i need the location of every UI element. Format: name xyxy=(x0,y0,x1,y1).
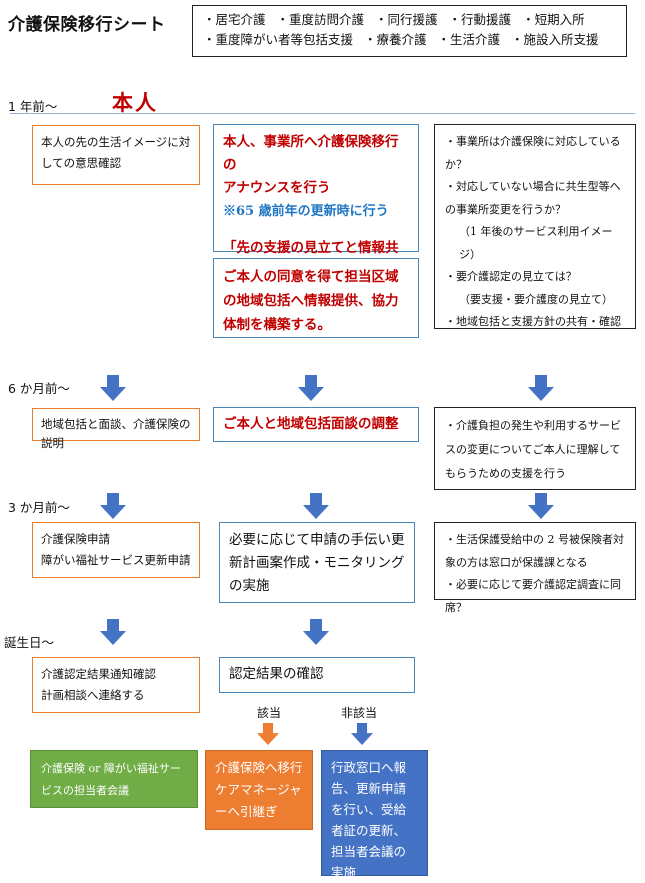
down-arrow-icon xyxy=(528,493,554,519)
down-arrow-icon xyxy=(303,493,329,519)
service-item: ・施設入所支援 xyxy=(511,32,599,47)
welfare-note-box: ・生活保護受給中の 2 号被保険者対象の方は窓口が保護課となる ・必要に応じて要… xyxy=(434,522,636,614)
down-arrow-icon xyxy=(303,619,329,645)
care-meeting-box: 介護保険 or 障がい福祉サービスの担当者会議 xyxy=(30,750,198,808)
divider xyxy=(10,113,635,114)
info-sharing-box: ご本人の同意を得て担当区域の地域包括へ情報提供、協力体制を構築する。 xyxy=(213,258,419,338)
person-label: 本人 xyxy=(112,91,158,115)
service-item: ・重度訪問介護 xyxy=(276,12,365,27)
page-title: 介護保険移行シート xyxy=(8,15,166,35)
service-item: ・短期入所 xyxy=(522,12,585,27)
down-arrow-icon xyxy=(100,375,126,401)
not-applicable-label: 非該当 xyxy=(341,706,378,720)
application-line: 障がい福祉サービス更新申請 xyxy=(41,553,191,567)
down-arrow-icon xyxy=(351,723,373,745)
result-notice-box: 介護認定結果通知確認 計画相談へ連絡する xyxy=(32,657,200,713)
checkpoint-item: ・要介護認定の見立ては？ xyxy=(445,270,577,283)
checkpoint-note: （要支援・要介護度の見立て） xyxy=(459,292,613,306)
service-item: ・療養介護 xyxy=(364,32,427,47)
service-item: ・同行援護 xyxy=(375,12,438,27)
application-line: 介護保険申請 xyxy=(41,532,110,546)
result-notice-line: 計画相談へ連絡する xyxy=(41,688,145,702)
checkpoint-item: ・地域包括と支援方針の共有・確認 xyxy=(445,315,621,328)
announcement-box: 本人、事業所へ介護保険移行の アナウンスを行う ※65 歳前年の更新時に行う 「… xyxy=(213,124,419,279)
result-notice-line: 介護認定結果通知確認 xyxy=(41,667,156,681)
welfare-note-item: ・生活保護受給中の 2 号被保険者対象の方は窓口が保護課となる xyxy=(445,533,624,569)
checkpoint-box: ・事業所は介護保険に対応しているか？ ・対応していない場合に共生型等への事業所変… xyxy=(434,124,636,329)
down-arrow-icon xyxy=(100,619,126,645)
result-confirm-box: 認定結果の確認 xyxy=(219,657,415,693)
care-manager-handover-box: 介護保険へ移行ケアマネージャーへ引継ぎ xyxy=(205,750,313,830)
down-arrow-icon xyxy=(298,375,324,401)
support-box: ・介護負担の発生や利用するサービスの変更についてご本人に理解してもらうための支援… xyxy=(434,407,636,490)
application-box: 介護保険申請 障がい福祉サービス更新申請 xyxy=(32,522,200,578)
welfare-note-item: ・必要に応じて要介護認定調査に同席？ xyxy=(445,578,621,614)
service-item: ・居宅介護 xyxy=(203,12,266,27)
announcement-line1: 本人、事業所へ介護保険移行の xyxy=(223,134,399,173)
admin-report-box: 行政窓口へ報告、更新申請を行い、受給者証の更新、担当者会議の実施 xyxy=(321,750,428,880)
service-item: ・重度障がい者等包括支援 xyxy=(203,32,354,47)
service-item: ・生活介護 xyxy=(437,32,501,47)
interview-arrangement-box: ご本人と地域包括面談の調整 xyxy=(213,407,419,442)
applicable-label: 該当 xyxy=(257,706,282,720)
timeline-one-year: 1 年前〜 xyxy=(8,99,58,114)
down-arrow-icon xyxy=(528,375,554,401)
announcement-line2: アナウンスを行う xyxy=(223,180,331,196)
timeline-birthday: 誕生日〜 xyxy=(4,635,55,650)
timeline-six-months: 6 か月前〜 xyxy=(8,381,70,396)
down-arrow-icon xyxy=(100,493,126,519)
explanation-box: 地域包括と面談、介護保険の説明 xyxy=(32,408,200,450)
intent-check-box: 本人の先の生活イメージに対しての意思確認 xyxy=(32,125,200,185)
checkpoint-item: ・事業所は介護保険に対応しているか？ xyxy=(445,135,621,171)
service-list: ・居宅介護・重度訪問介護・同行援護・行動援護・短期入所 ・重度障がい者等包括支援… xyxy=(192,5,627,57)
checkpoint-item: ・対応していない場合に共生型等への事業所変更を行うか？ xyxy=(445,180,621,216)
service-item: ・行動援護 xyxy=(448,12,512,27)
timeline-three-months: 3 か月前〜 xyxy=(8,500,70,515)
announcement-note: ※65 歳前年の更新時に行う xyxy=(223,204,389,219)
application-support-box: 必要に応じて申請の手伝い更新計画案作成・モニタリングの実施 xyxy=(219,522,415,603)
checkpoint-note: （1 年後のサービス利用イメージ） xyxy=(459,225,613,261)
down-arrow-icon xyxy=(257,723,279,745)
